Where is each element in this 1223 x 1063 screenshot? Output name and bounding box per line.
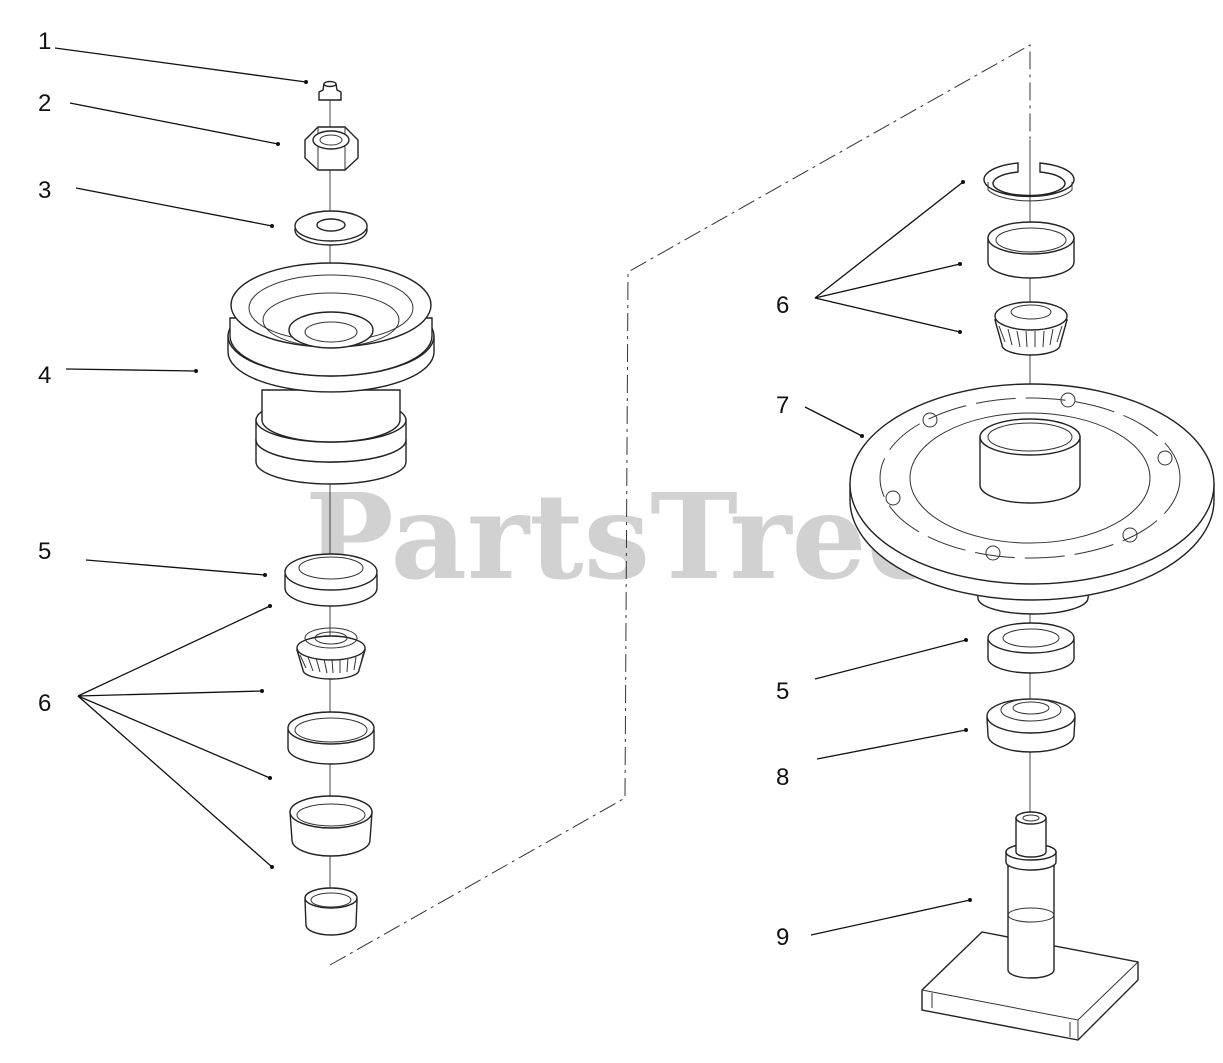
callout-3: 3 [38, 177, 51, 204]
part-dust-ring-left [304, 887, 358, 936]
callout-7: 7 [776, 392, 789, 419]
part-bearing-race-right [987, 221, 1075, 279]
assembly-path-line [329, 44, 1031, 966]
watermark: PartsTree TM [305, 467, 942, 606]
part-bearing-race-left [287, 711, 375, 765]
part-bearing-cone-right [994, 301, 1068, 356]
callout-5-right: 5 [776, 678, 789, 705]
part-spindle-housing [849, 383, 1215, 615]
callout-2: 2 [38, 90, 51, 117]
watermark-text: PartsTree [305, 467, 942, 606]
part-bearing-cup-left [284, 553, 378, 607]
part-seal-right [986, 698, 1076, 753]
callout-6-right: 6 [776, 292, 789, 319]
part-spindle-shaft [921, 811, 1139, 1041]
callout-9: 9 [776, 924, 789, 951]
callout-8: 8 [776, 764, 789, 791]
part-snap-ring [983, 162, 1075, 202]
callout-1: 1 [38, 28, 51, 55]
part-seal-left [289, 795, 373, 857]
part-hex-nut [304, 126, 359, 171]
part-grease-fitting [318, 80, 342, 101]
part-washer [294, 210, 368, 246]
part-bearing-cone-left [296, 627, 366, 680]
callout-6-left: 6 [38, 690, 51, 717]
part-bearing-cup-right [987, 622, 1075, 674]
part-pulley [227, 262, 435, 485]
callout-4: 4 [38, 362, 51, 389]
callout-5-left: 5 [38, 538, 51, 565]
callout-leaders [54, 47, 972, 936]
callout-labels: 1 2 3 4 5 6 6 7 5 8 9 [38, 28, 789, 951]
